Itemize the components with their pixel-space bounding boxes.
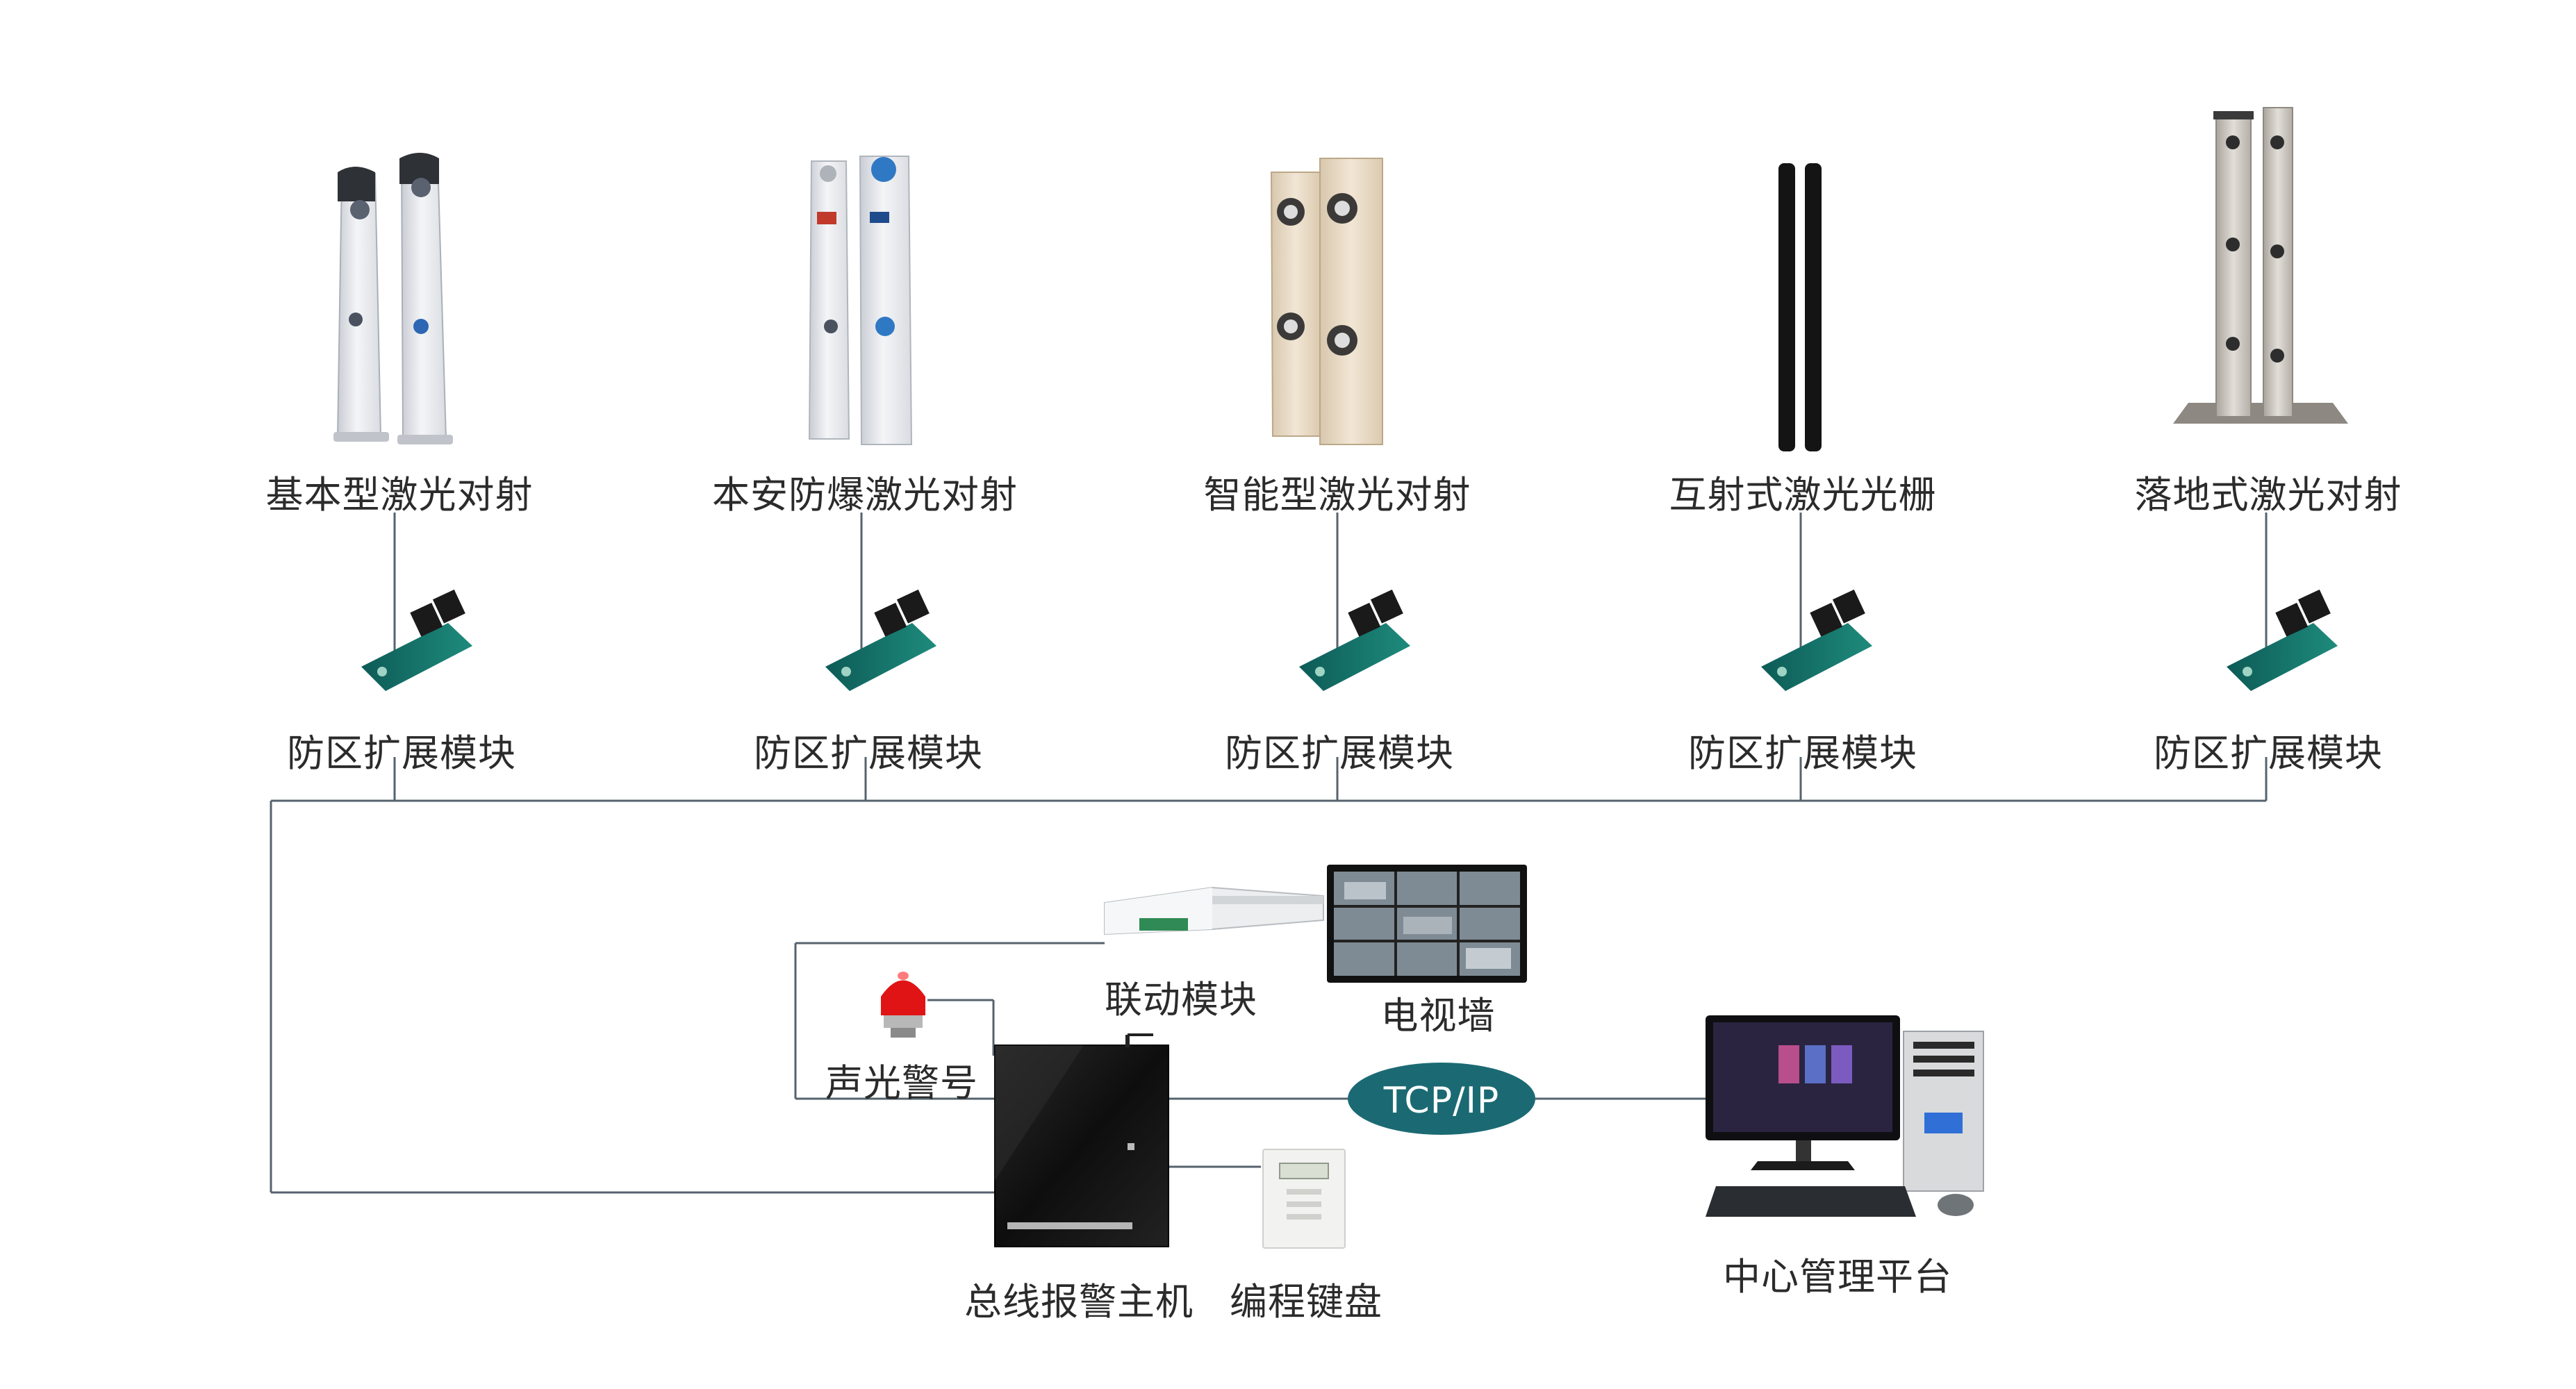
zone-module-label: 防区扩展模块 xyxy=(1225,731,1454,775)
connection-lines xyxy=(270,513,2268,1194)
zone-module-label: 防区扩展模块 xyxy=(1688,731,1917,775)
explosion-proof-laser-beam-pair-icon xyxy=(808,156,913,445)
circuit-board-module-icon xyxy=(825,589,936,691)
sensor-label-floor: 落地式激光对射 xyxy=(2134,473,2402,517)
siren-label: 声光警号 xyxy=(825,1061,978,1105)
monitor-wall-icon xyxy=(1327,865,1527,983)
sensor-label-explosion-proof: 本安防爆激光对射 xyxy=(712,473,1018,517)
floor-standing-laser-beam-pair-icon xyxy=(2173,107,2348,424)
sensor-label-smart: 智能型激光对射 xyxy=(1203,473,1471,517)
zone-module-label: 防区扩展模块 xyxy=(287,731,516,775)
sensor-label-grating: 互射式激光光栅 xyxy=(1669,473,1937,517)
linkage-module-label: 联动模块 xyxy=(1105,978,1257,1022)
circuit-board-module-icon xyxy=(1299,589,1410,691)
siren-light-icon xyxy=(881,972,925,1038)
keypad-label: 编程键盘 xyxy=(1230,1280,1382,1324)
sensor-label-basic: 基本型激光对射 xyxy=(265,473,534,517)
relay-box-icon xyxy=(1104,886,1324,935)
tcpip-label: TCP/IP xyxy=(1383,1080,1500,1122)
video-wall-label: 电视墙 xyxy=(1380,994,1496,1038)
smart-laser-beam-pair-icon xyxy=(1270,158,1383,445)
desktop-computer-icon xyxy=(1706,1015,1984,1217)
laser-grating-bars-icon xyxy=(1778,163,1822,451)
center-platform-label: 中心管理平台 xyxy=(1723,1255,1952,1299)
circuit-board-module-icon xyxy=(2227,589,2338,691)
alarm-host-label: 总线报警主机 xyxy=(964,1280,1194,1324)
circuit-board-module-icon xyxy=(1761,589,1872,691)
tcpip-network-node xyxy=(1348,1063,1535,1135)
alarm-control-panel-icon xyxy=(994,1033,1169,1247)
zone-module-label: 防区扩展模块 xyxy=(754,731,983,775)
circuit-board-module-icon xyxy=(361,589,472,691)
zone-module-label: 防区扩展模块 xyxy=(2154,731,2383,775)
keypad-icon xyxy=(1262,1149,1346,1249)
basic-laser-beam-pair-icon xyxy=(333,153,453,444)
